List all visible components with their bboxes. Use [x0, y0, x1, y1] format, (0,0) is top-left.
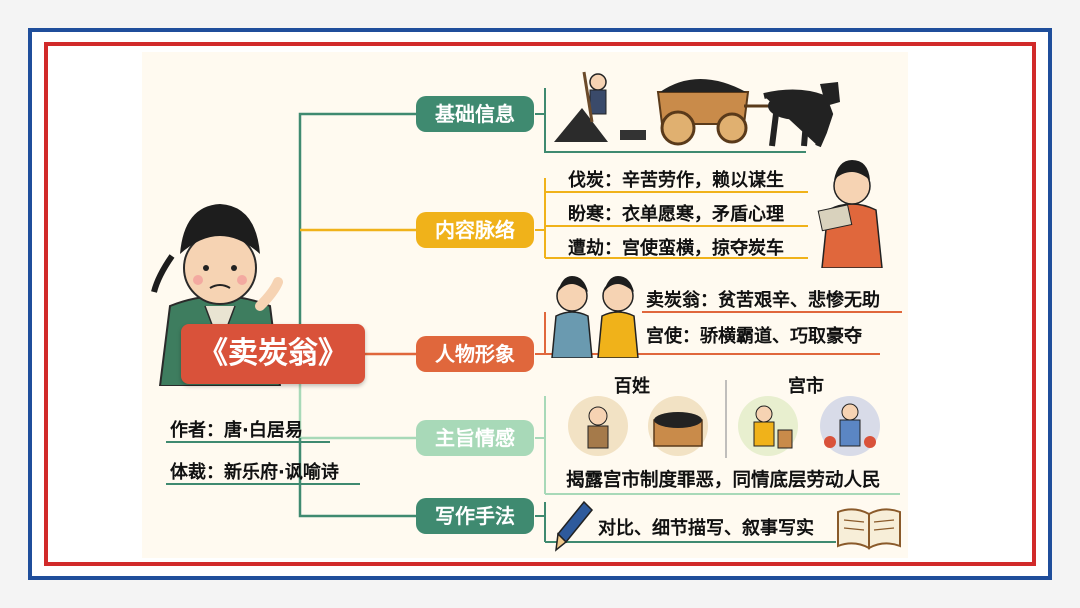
character-item-old-man: 卖炭翁：贫苦艰辛、悲惨无助 [646, 290, 880, 311]
node-character-image: 人物形象 [416, 336, 534, 372]
node-theme-emotion: 主旨情感 [416, 420, 534, 456]
node-basic-info: 基础信息 [416, 96, 534, 132]
node-writing-technique: 写作手法 [416, 498, 534, 534]
open-book-icon [837, 508, 901, 550]
pencil-icon [555, 500, 594, 552]
ox-cart-illustration-icon [554, 71, 840, 148]
genre-info: 体裁：新乐府·讽喻诗 [170, 462, 339, 483]
author-info: 作者：唐·白居易 [170, 420, 303, 441]
theme-illustrations-icon [568, 396, 880, 456]
content-item-hope-cold: 盼寒：衣单愿寒，矛盾心理 [568, 204, 784, 225]
theme-group-commoners: 百姓 [614, 376, 650, 397]
theme-group-palace-market: 宫市 [788, 376, 824, 397]
content-item-cut-charcoal: 伐炭：辛苦劳作，赖以谋生 [568, 170, 784, 191]
technique-item: 对比、细节描写、叙事写实 [598, 518, 814, 539]
characters-illustration-icon [551, 276, 639, 358]
character-item-palace-envoy: 宫使：骄横霸道、巧取豪夺 [646, 326, 862, 347]
theme-summary: 揭露宫市制度罪恶，同情底层劳动人民 [566, 470, 881, 491]
poem-title: 《卖炭翁》 [181, 324, 365, 384]
content-item-robbed: 遭劫：宫使蛮横，掠夺炭车 [568, 238, 784, 259]
official-illustration-icon [817, 160, 883, 268]
node-content-context: 内容脉络 [416, 212, 534, 248]
